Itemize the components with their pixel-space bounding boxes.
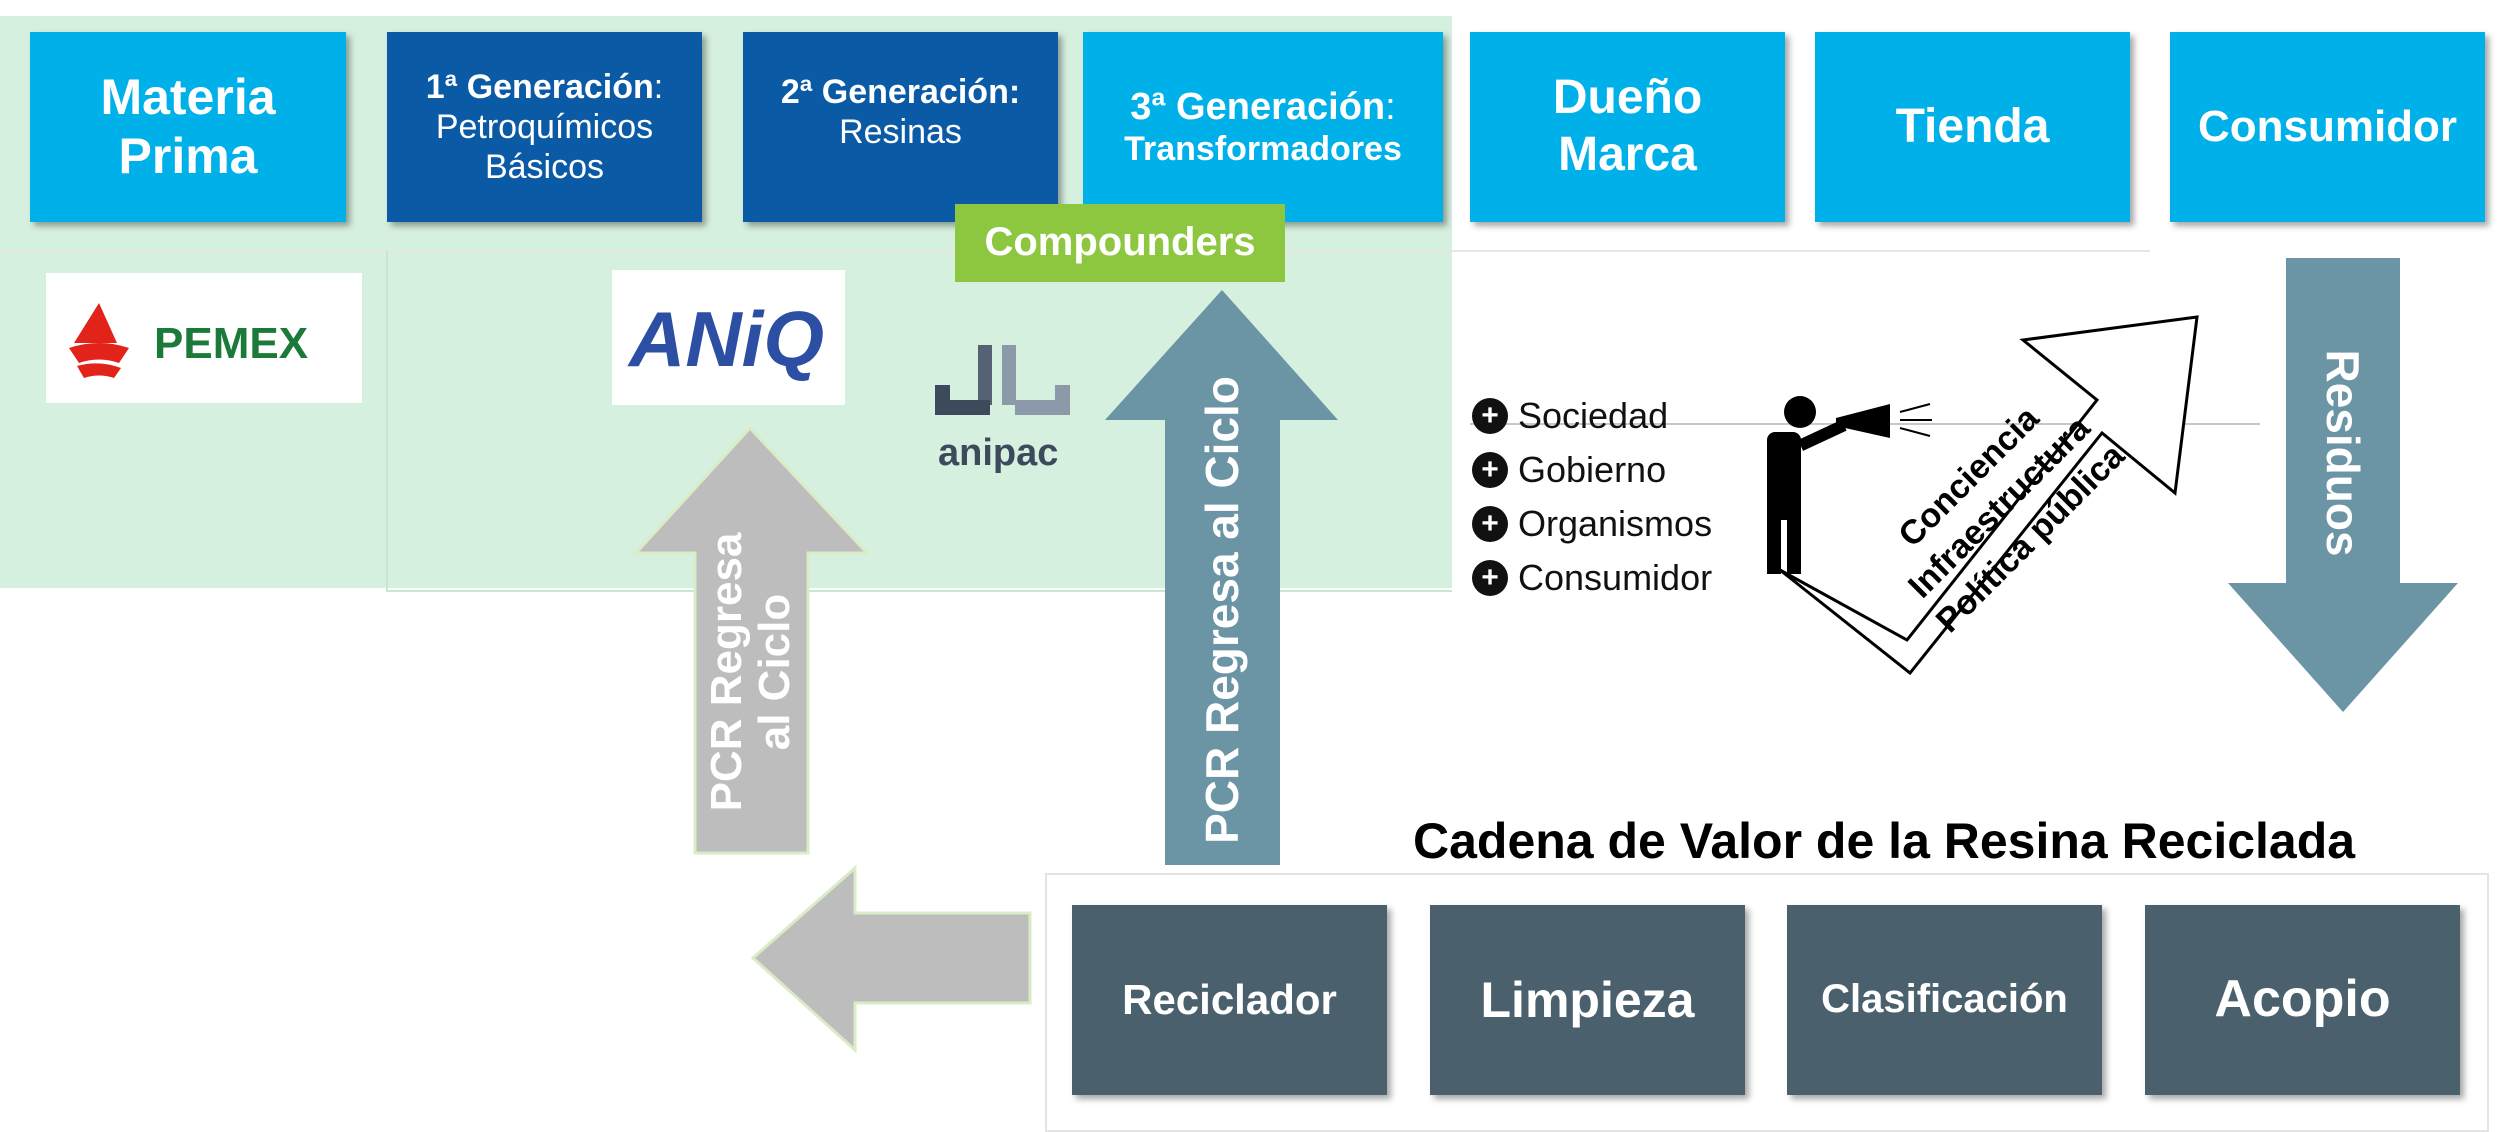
consumidor-box: Consumidor: [2170, 32, 2485, 222]
person-megaphone-icon: [1767, 396, 1932, 574]
compounders-label: Compounders: [984, 220, 1256, 265]
gen1-line1: Petroquímicos: [435, 107, 654, 146]
step-label: Limpieza: [1480, 971, 1695, 1028]
conciencia-big-arrow: [1779, 315, 2199, 676]
stakeholder-item: + Gobierno: [1472, 449, 1772, 491]
gen3-title-row: 3ª Generación:: [1130, 85, 1395, 130]
stakeholder-item: + Consumidor: [1472, 557, 1772, 599]
gen2-title: 2ª Generación:: [780, 72, 1021, 111]
stakeholder-label: Sociedad: [1518, 395, 1669, 436]
step-label: Clasificación: [1821, 977, 2068, 1022]
residuos-label: Residuos: [2317, 349, 2369, 557]
materia-prima-box: Materia Prima: [30, 32, 346, 222]
materia-prima-line2: Prima: [118, 128, 258, 184]
gen2-box: 2ª Generación: Resinas: [743, 32, 1058, 222]
step-limpieza: Limpieza: [1430, 905, 1745, 1095]
plus-icon: +: [1472, 398, 1508, 434]
step-reciclador: Reciclador: [1072, 905, 1387, 1095]
recycle-chain-title: Cadena de Valor de la Resina Reciclada: [1413, 813, 2356, 869]
dueno-marca-line1: Dueño: [1552, 71, 1703, 125]
aniq-wordmark-icon: ANiQ: [627, 295, 824, 383]
pemex-wordmark: PEMEX: [154, 319, 308, 368]
materia-prima-line1: Materia: [100, 69, 276, 125]
gen1-colon: :: [653, 67, 664, 106]
pcr-small-up-arrow: [632, 425, 871, 855]
consumidor-label: Consumidor: [2197, 102, 2458, 152]
anipac-wordmark: anipac: [938, 432, 1058, 474]
panel-inner-border: [386, 250, 1452, 592]
left-gray-arrow: [750, 864, 1032, 1054]
aniq-logo: ANiQ: [612, 270, 845, 405]
residuos-down-arrow: [2228, 258, 2458, 712]
plus-icon: +: [1472, 560, 1508, 596]
gen1-title: 1ª Generación: [425, 67, 654, 106]
gen1-box: 1ª Generación: Petroquímicos Básicos: [387, 32, 702, 222]
compounders-label-box: Compounders: [955, 204, 1285, 282]
stakeholder-label: Gobierno: [1518, 449, 1667, 490]
plus-icon: +: [1472, 452, 1508, 488]
gen3-title: 3ª Generación: [1130, 85, 1386, 128]
gen3-line: Transformadores: [1124, 130, 1402, 169]
pemex-emblem-icon: PEMEX: [69, 303, 308, 378]
step-label: Acopio: [2214, 970, 2391, 1029]
dueno-marca-line2: Marca: [1558, 128, 1697, 181]
pemex-logo: PEMEX: [46, 273, 362, 403]
aniq-wordmark: ANiQ: [627, 295, 824, 383]
pcr-small-line2: al Ciclo: [750, 593, 799, 751]
plus-icon: +: [1472, 506, 1508, 542]
step-label: Reciclador: [1122, 976, 1337, 1024]
gen1-line2: Básicos: [484, 148, 605, 187]
stakeholder-item: + Organismos: [1472, 503, 1772, 545]
gen3-colon: :: [1385, 85, 1396, 128]
step-acopio: Acopio: [2145, 905, 2460, 1095]
step-clasificacion: Clasificación: [1787, 905, 2102, 1095]
stakeholder-item: + Sociedad: [1472, 395, 1772, 437]
pcr-large-up-arrow: [1105, 290, 1338, 865]
gen3-box: 3ª Generación: Transformadores: [1083, 32, 1443, 222]
anipac-logo: anipac: [930, 345, 1080, 495]
stakeholders-list: + Sociedad + Gobierno + Organismos + Con…: [1472, 395, 1772, 599]
tienda-box: Tienda: [1815, 32, 2130, 222]
pcr-large-label: PCR Regresa al Ciclo: [1196, 376, 1248, 844]
anipac-emblem-icon: anipac: [935, 345, 1070, 474]
stakeholder-label: Consumidor: [1518, 557, 1713, 598]
tienda-label: Tienda: [1895, 99, 2050, 153]
gen2-line: Resinas: [839, 113, 962, 151]
gen1-title-row: 1ª Generación:: [426, 67, 663, 107]
dueno-marca-box: Dueño Marca: [1470, 32, 1785, 222]
stakeholder-label: Organismos: [1518, 503, 1713, 544]
pcr-small-line1: PCR Regresa: [701, 532, 751, 812]
